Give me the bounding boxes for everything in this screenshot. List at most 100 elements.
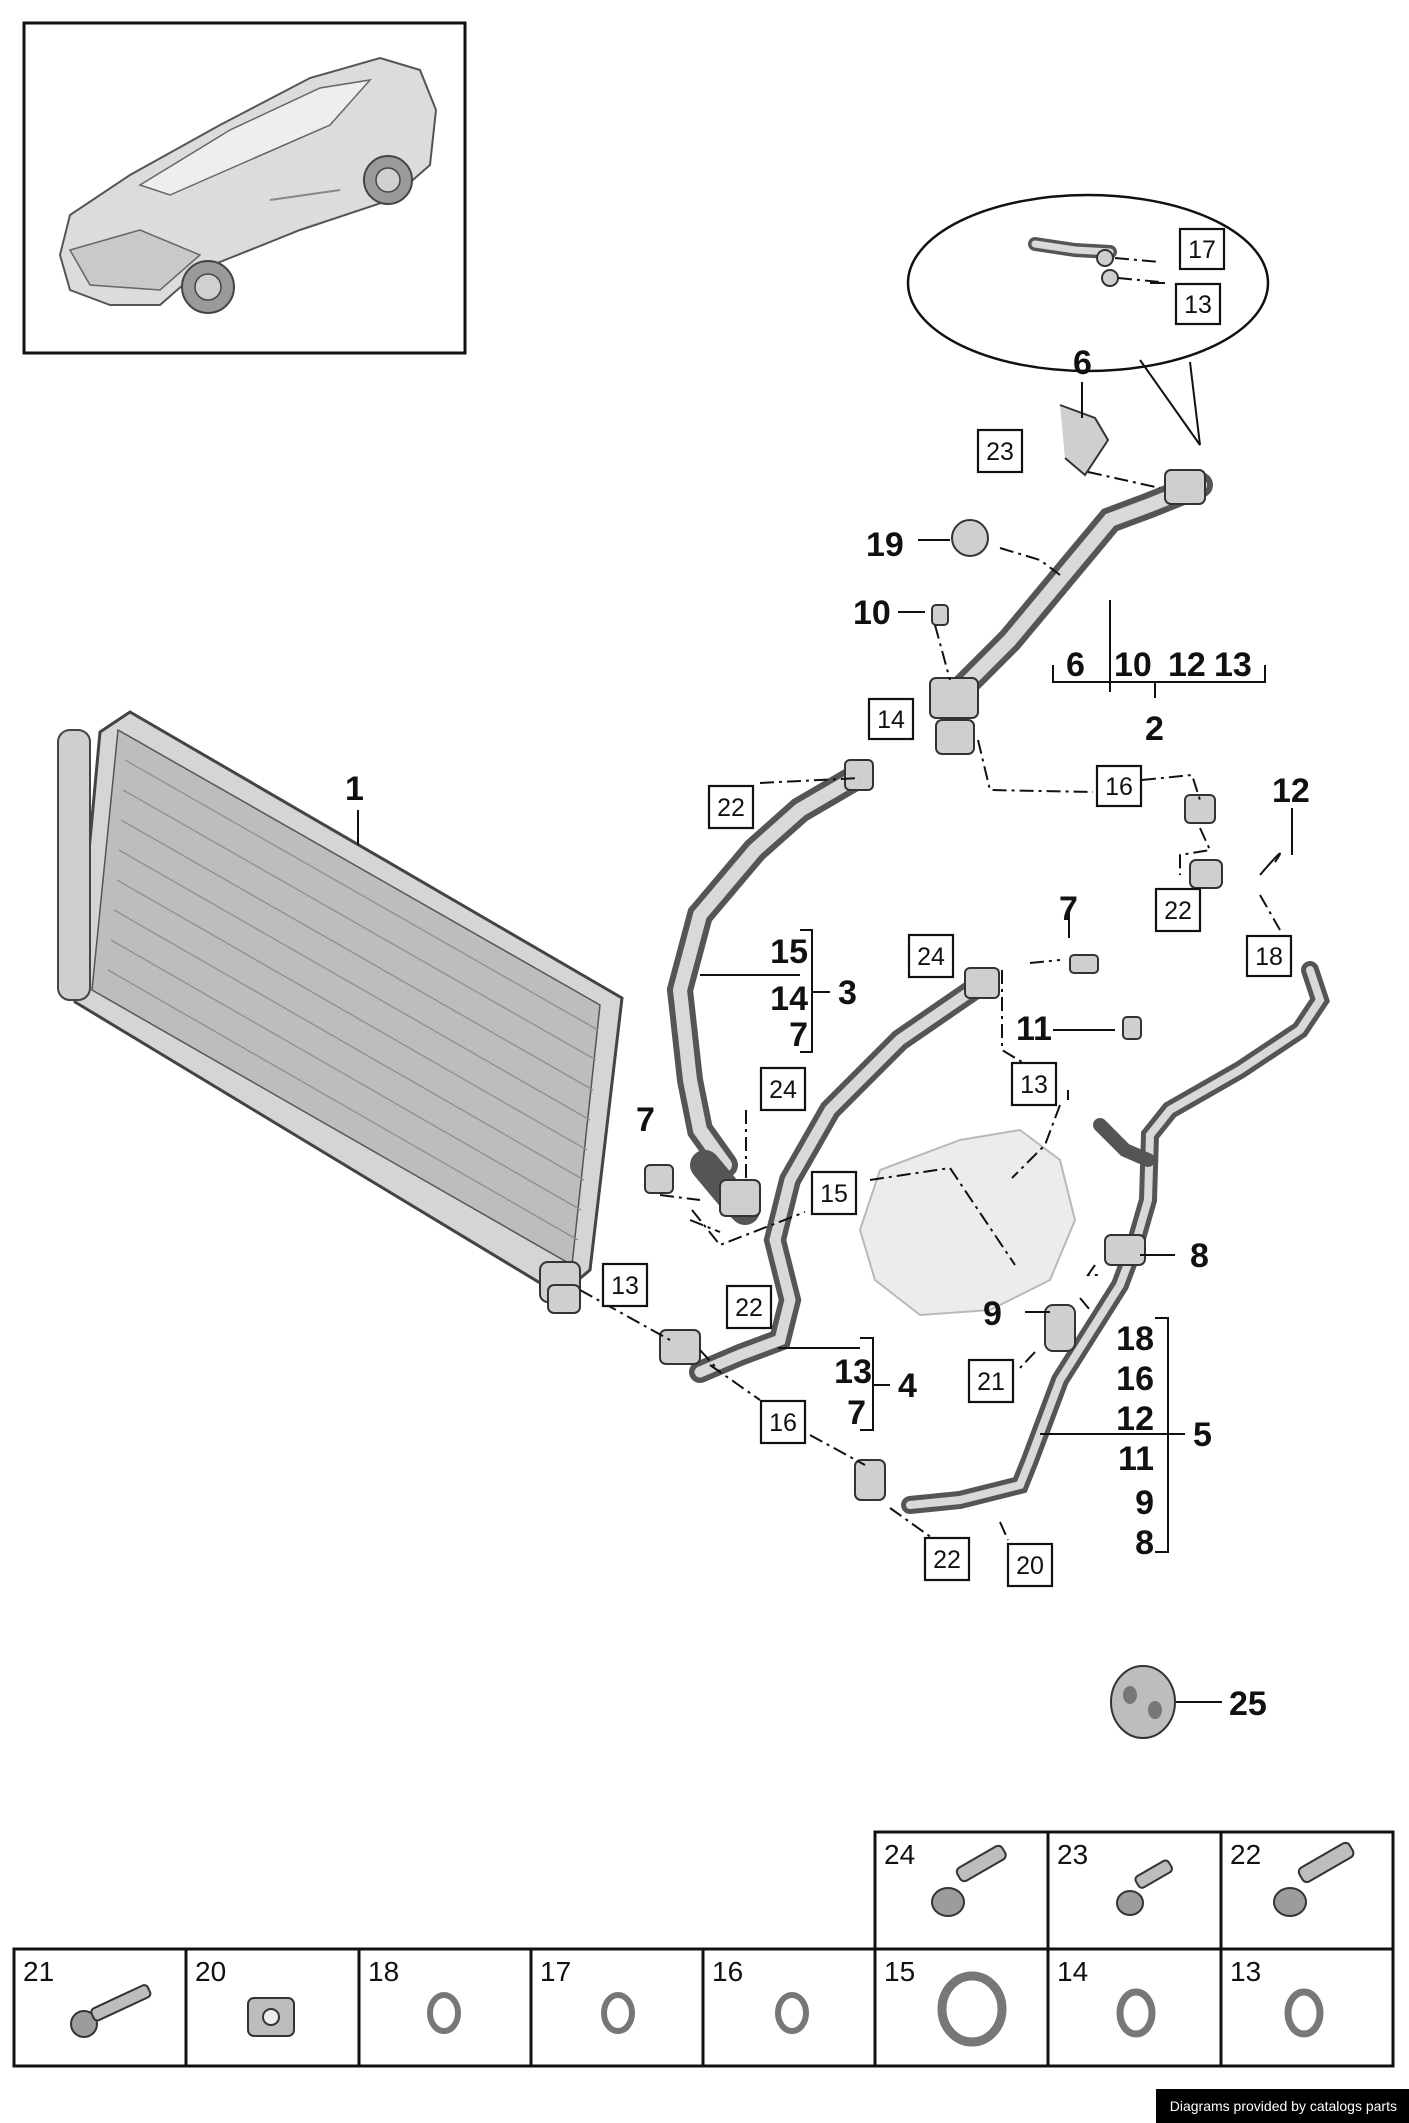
group-4-item: 13 xyxy=(834,1353,872,1391)
group-5-item: 11 xyxy=(1118,1440,1154,1478)
callout-11: 11 xyxy=(1016,1010,1052,1048)
boxed-callout[interactable]: 21 xyxy=(967,1358,1015,1404)
table-cell-number: 13 xyxy=(1230,1956,1261,1987)
group-5-item: 8 xyxy=(1135,1524,1154,1562)
boxed-callout[interactable]: 18 xyxy=(1245,934,1293,978)
boxed-callout-label: 24 xyxy=(769,1076,797,1104)
boxed-callout-label: 13 xyxy=(1184,291,1212,319)
group-2-item: 13 xyxy=(1214,646,1252,684)
table-cell-number: 21 xyxy=(23,1956,54,1987)
callout-2: 2 xyxy=(1145,710,1164,748)
boxed-callout-label: 17 xyxy=(1188,236,1216,264)
boxed-callout[interactable]: 23 xyxy=(976,428,1024,474)
boxed-callout-label: 13 xyxy=(1020,1071,1048,1099)
group-3-item: 7 xyxy=(789,1016,808,1054)
boxed-callout[interactable]: 16 xyxy=(759,1399,807,1445)
bolt-icon xyxy=(1273,1841,1355,1917)
dash-leaders xyxy=(579,471,1281,1541)
table-cell-number: 16 xyxy=(712,1956,743,1987)
boxed-callout[interactable]: 13 xyxy=(1010,1061,1058,1107)
boxed-callout[interactable]: 13 xyxy=(601,1262,649,1308)
callout-6: 6 xyxy=(1073,344,1092,382)
callout-1: 1 xyxy=(345,770,364,808)
hose-assemblies xyxy=(644,404,1330,1739)
bolt-icon xyxy=(1116,1859,1173,1916)
group-4-item: 7 xyxy=(847,1394,866,1432)
boxed-callout-label: 24 xyxy=(917,943,945,971)
vehicle-thumbnail xyxy=(22,21,467,355)
boxed-callout[interactable]: 14 xyxy=(867,697,915,741)
boxed-callout-label: 15 xyxy=(820,1180,848,1208)
parts-table: 24 23 22 21 20 18 17 16 15 14 13 xyxy=(12,1830,1395,2068)
callout-7-left: 7 xyxy=(636,1101,655,1139)
seal-ring-icon xyxy=(1284,1988,1324,2038)
group-5-item: 12 xyxy=(1116,1400,1154,1438)
callout-7-right: 7 xyxy=(1059,890,1078,928)
boxed-callout[interactable]: 22 xyxy=(725,1284,773,1330)
detail-circle xyxy=(906,193,1270,446)
boxed-callout[interactable]: 20 xyxy=(1006,1542,1054,1588)
callout-19: 19 xyxy=(866,526,904,564)
group-2-item: 6 xyxy=(1066,646,1085,684)
table-cell-number: 23 xyxy=(1057,1839,1088,1870)
callout-5: 5 xyxy=(1193,1416,1212,1454)
credit-badge: Diagrams provided by catalogs parts xyxy=(1155,2089,1409,2123)
boxed-callout[interactable]: 17 xyxy=(1178,227,1226,271)
group-2-list: 6 10 12 13 xyxy=(1066,646,1252,684)
boxed-callout-label: 14 xyxy=(877,706,905,734)
seal-ring-icon xyxy=(775,1992,809,2034)
boxed-callout-label: 22 xyxy=(1164,897,1192,925)
callout-numbers: 1 2 3 4 5 6 7 7 8 9 10 11 12 19 25 xyxy=(345,344,1310,1723)
seal-ring-icon xyxy=(1116,1988,1156,2038)
seal-ring-icon xyxy=(427,1992,461,2034)
boxed-callout[interactable]: 22 xyxy=(707,784,755,830)
boxed-callout-label: 23 xyxy=(986,438,1014,466)
table-cell-number: 18 xyxy=(368,1956,399,1987)
callout-8: 8 xyxy=(1190,1237,1209,1275)
condenser xyxy=(57,710,624,1314)
boxed-callout-label: 22 xyxy=(717,794,745,822)
clamp-icon xyxy=(247,1997,295,2037)
leader-lines xyxy=(357,282,1293,1703)
table-cell-number: 17 xyxy=(540,1956,571,1987)
boxed-callout[interactable]: 13 xyxy=(1174,282,1222,326)
seal-ring-icon xyxy=(937,1971,1007,2047)
boxed-callout[interactable]: 15 xyxy=(810,1170,858,1216)
table-cell-number: 20 xyxy=(195,1956,226,1987)
group-3-item: 14 xyxy=(770,980,808,1018)
table-cell-number: 14 xyxy=(1057,1956,1088,1987)
callout-10: 10 xyxy=(853,594,891,632)
table-cell-number: 24 xyxy=(884,1839,915,1870)
seal-ring-icon xyxy=(601,1992,635,2034)
boxed-callout-label: 21 xyxy=(977,1368,1005,1396)
group-5-item: 9 xyxy=(1135,1484,1154,1522)
boxed-callout-label: 16 xyxy=(1105,773,1133,801)
boxed-callout[interactable]: 22 xyxy=(923,1536,971,1582)
boxed-callout[interactable]: 24 xyxy=(759,1066,807,1112)
boxed-callout-label: 16 xyxy=(769,1409,797,1437)
boxed-callout[interactable]: 24 xyxy=(907,933,955,979)
callout-4: 4 xyxy=(898,1367,917,1405)
boxed-callout-label: 13 xyxy=(611,1272,639,1300)
group-3-item: 15 xyxy=(770,933,808,971)
callout-12: 12 xyxy=(1272,772,1310,810)
boxed-callout[interactable]: 16 xyxy=(1095,764,1143,808)
group-5-list: 18 16 12 11 9 8 xyxy=(1116,1320,1154,1562)
callout-25: 25 xyxy=(1229,1685,1267,1723)
group-2-item: 12 xyxy=(1168,646,1206,684)
group-4-list: 13 7 xyxy=(834,1353,872,1432)
group-5-item: 18 xyxy=(1116,1320,1154,1358)
bolt-icon xyxy=(931,1844,1007,1917)
boxed-callout-label: 18 xyxy=(1255,943,1283,971)
callout-3: 3 xyxy=(838,974,857,1012)
bolt-icon xyxy=(70,1984,152,2038)
group-3-list: 15 14 7 xyxy=(770,933,808,1054)
table-cell-number: 22 xyxy=(1230,1839,1261,1870)
boxed-callout-label: 22 xyxy=(735,1294,763,1322)
boxed-callout[interactable]: 22 xyxy=(1154,887,1202,933)
group-5-item: 16 xyxy=(1116,1360,1154,1398)
group-2-item: 10 xyxy=(1114,646,1152,684)
boxed-callout-label: 22 xyxy=(933,1546,961,1574)
boxed-callouts: 17 13 23 14 16 22 22 18 24 13 24 15 13 2… xyxy=(601,227,1293,1588)
